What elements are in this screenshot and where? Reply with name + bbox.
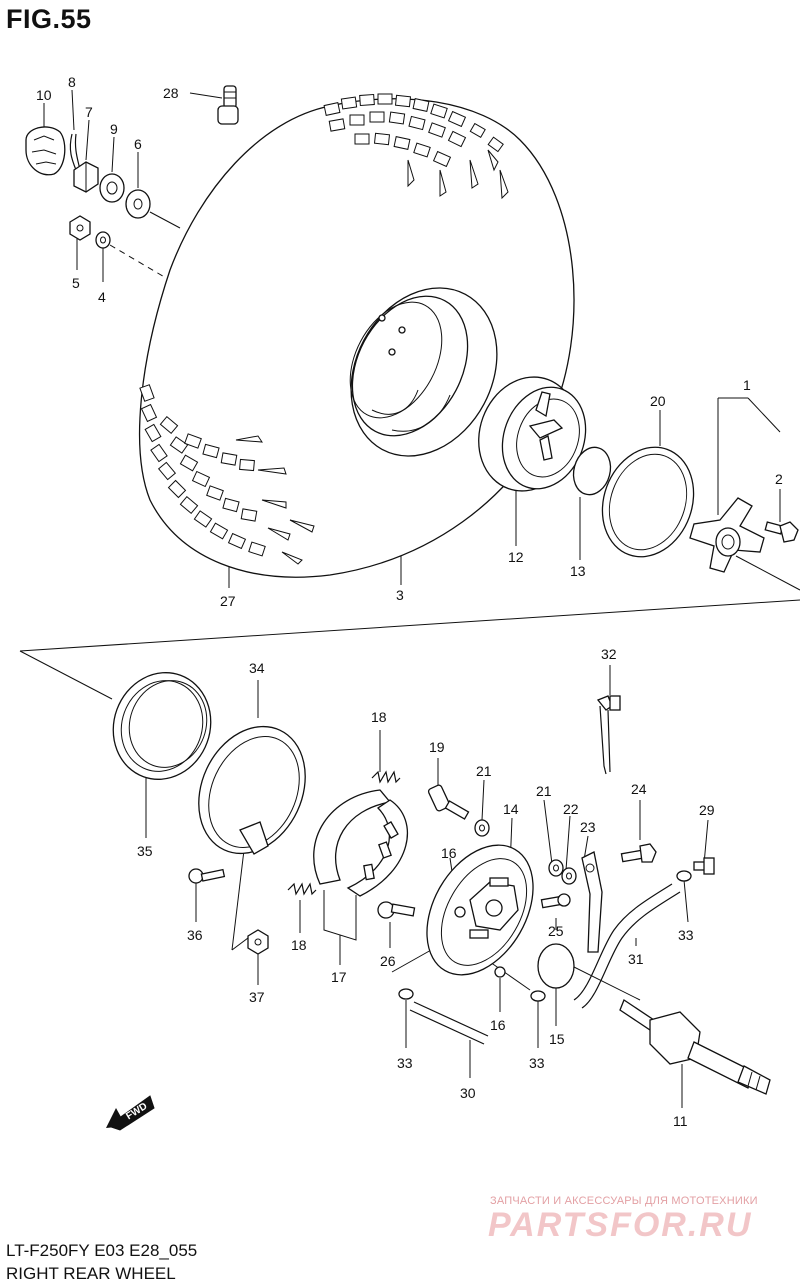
bolt-icon <box>693 857 715 875</box>
label-part-24: 24 <box>631 781 647 797</box>
nut-icon <box>247 929 269 955</box>
spacer-icon <box>99 173 125 203</box>
bolt-icon <box>764 521 799 543</box>
o-ring-icon <box>572 446 612 496</box>
clip-icon <box>676 870 692 882</box>
clamp-icon <box>596 695 621 775</box>
tire-icon <box>138 93 575 578</box>
label-part-33-middle: 33 <box>529 1055 545 1071</box>
tire-tread-bottom <box>139 384 315 565</box>
label-part-21-upper: 21 <box>476 763 492 779</box>
cap-nut-icon <box>25 126 66 176</box>
label-part-10: 10 <box>36 87 52 103</box>
tire-tread-top <box>323 93 509 200</box>
label-part-33-left: 33 <box>397 1055 413 1071</box>
bolt-icon <box>540 893 571 909</box>
label-part-16-upper: 16 <box>441 845 457 861</box>
brake-panel-icon <box>426 844 534 976</box>
gasket-icon <box>537 943 575 989</box>
wheel-nut-icon <box>69 215 91 241</box>
label-part-34: 34 <box>249 660 265 676</box>
label-part-17: 17 <box>331 969 347 985</box>
washer-icon <box>95 231 111 249</box>
label-part-16-lower: 16 <box>490 1017 506 1033</box>
washer-icon <box>474 819 490 837</box>
label-part-36: 36 <box>187 927 203 943</box>
hub-icon <box>689 497 765 573</box>
rim-icon <box>349 287 498 457</box>
label-part-18-upper: 18 <box>371 709 387 725</box>
label-part-37: 37 <box>249 989 265 1005</box>
clip-icon <box>530 990 546 1002</box>
label-part-27: 27 <box>220 593 236 609</box>
bolt-icon <box>377 901 416 919</box>
washer-icon <box>548 859 564 877</box>
label-part-13: 13 <box>570 563 586 579</box>
pin-icon <box>494 966 506 978</box>
breather-icon <box>427 784 470 820</box>
label-part-25: 25 <box>548 923 564 939</box>
castle-nut-icon <box>73 161 99 193</box>
watermark-logo: PARTSFOR.RU <box>488 1206 753 1244</box>
label-part-32: 32 <box>601 646 617 662</box>
label-part-29: 29 <box>699 802 715 818</box>
label-part-2: 2 <box>775 471 783 487</box>
spring-icon <box>287 882 317 896</box>
label-part-8: 8 <box>68 74 76 90</box>
axle-icon <box>619 999 771 1095</box>
cotter-pin-icon <box>69 133 81 171</box>
washer-icon <box>125 189 151 219</box>
label-part-7: 7 <box>85 104 93 120</box>
washer-icon <box>561 867 577 885</box>
fwd-arrow-icon: FWD <box>106 1095 155 1131</box>
watermark-tagline: ЗАПЧАСТИ И АКСЕССУАРЫ ДЛЯ МОТОТЕХНИКИ <box>490 1195 758 1207</box>
label-part-12: 12 <box>508 549 524 565</box>
label-part-23: 23 <box>580 819 596 835</box>
part-labels: 10 8 7 9 6 5 4 28 27 3 12 13 20 1 2 35 3… <box>36 74 783 1129</box>
label-part-19: 19 <box>429 739 445 755</box>
hose-icon <box>573 883 681 1009</box>
label-part-28: 28 <box>163 85 179 101</box>
brake-drum-icon <box>478 376 587 492</box>
label-part-33-right: 33 <box>678 927 694 943</box>
label-part-18-lower: 18 <box>291 937 307 953</box>
cover-ring-icon <box>198 725 306 855</box>
label-part-35: 35 <box>137 843 153 859</box>
label-part-26: 26 <box>380 953 396 969</box>
figure-caption: RIGHT REAR WHEEL <box>6 1264 176 1283</box>
label-part-9: 9 <box>110 121 118 137</box>
label-part-22: 22 <box>563 801 579 817</box>
label-part-11: 11 <box>673 1113 688 1129</box>
clip-icon <box>398 988 414 1000</box>
label-part-6: 6 <box>134 136 142 152</box>
bolt-icon <box>620 843 657 863</box>
valve-icon <box>217 85 239 125</box>
label-part-3: 3 <box>396 587 404 603</box>
model-code: LT-F250FY E03 E28_055 <box>6 1241 198 1260</box>
screw-icon <box>188 868 226 884</box>
label-part-5: 5 <box>72 275 80 291</box>
label-part-30: 30 <box>460 1085 476 1101</box>
hose-icon <box>409 1001 489 1045</box>
seal-ring-icon <box>112 672 212 780</box>
label-part-20: 20 <box>650 393 666 409</box>
label-part-4: 4 <box>98 289 106 305</box>
label-part-14: 14 <box>503 801 519 817</box>
seal-ring-icon <box>601 446 695 558</box>
spring-icon <box>371 770 401 784</box>
figure-title: FIG.55 <box>6 4 92 34</box>
label-part-15: 15 <box>549 1031 565 1047</box>
pin-icon <box>454 906 466 918</box>
brake-arm-icon <box>581 851 603 953</box>
brake-shoe-icon <box>313 789 409 897</box>
label-part-1: 1 <box>743 377 751 393</box>
label-part-21-lower: 21 <box>536 783 552 799</box>
label-part-31: 31 <box>628 951 644 967</box>
